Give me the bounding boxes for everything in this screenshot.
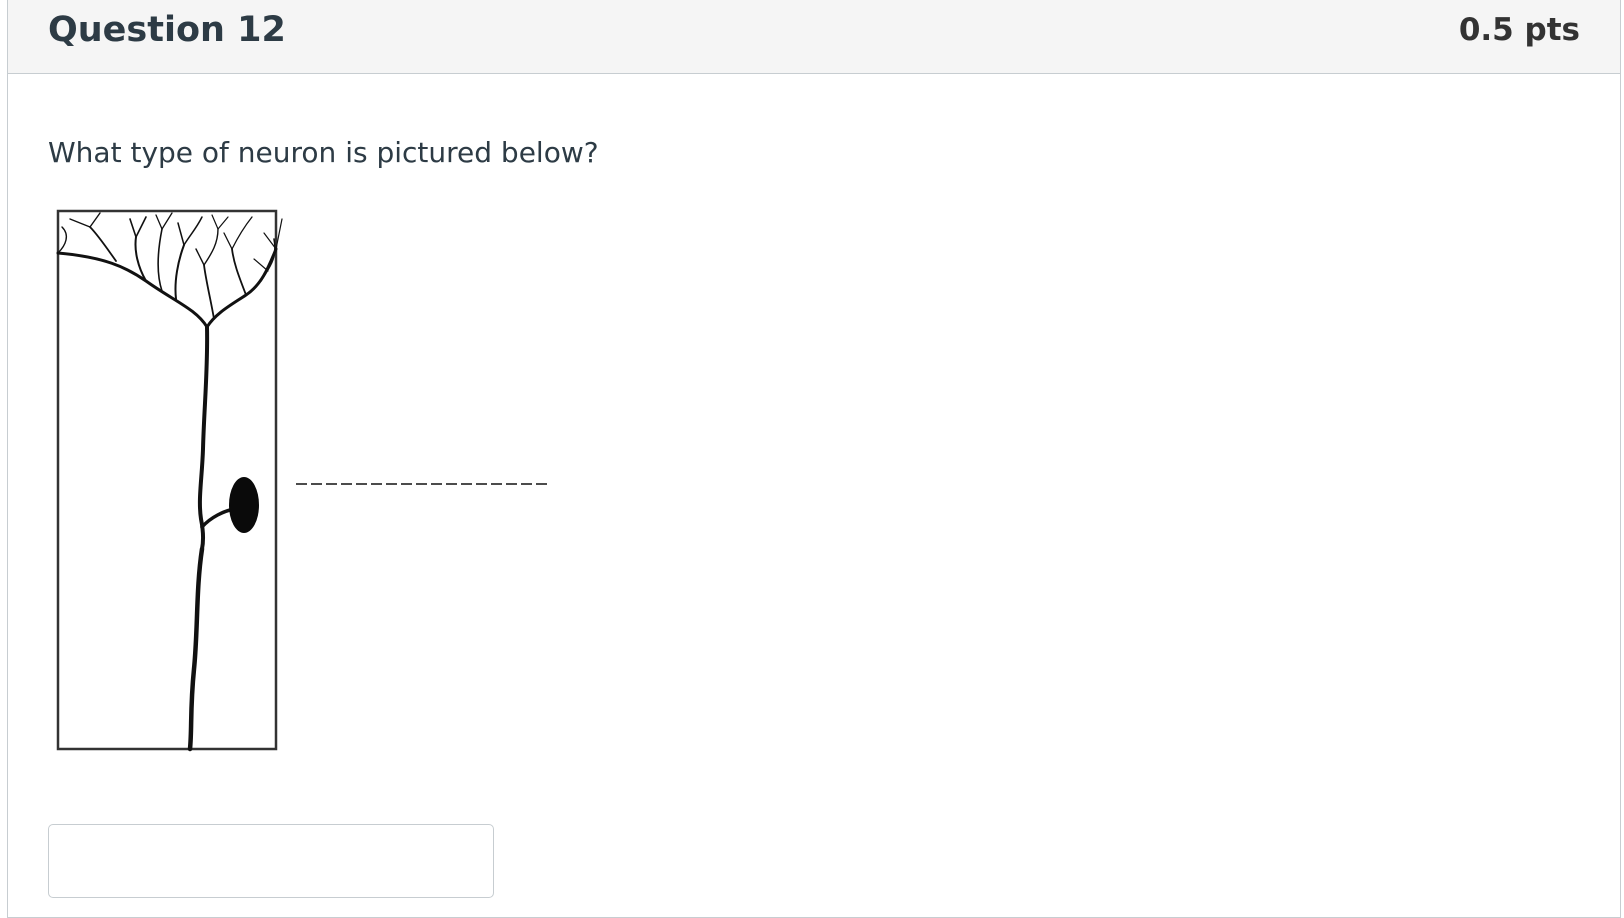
diagram-frame [56, 209, 278, 751]
question-header: Question 12 0.5 pts [8, 0, 1620, 74]
answer-input[interactable] [48, 824, 494, 898]
cell-body-stalk [200, 507, 236, 529]
dendritic-trunk [197, 325, 210, 551]
dendrites [56, 212, 283, 329]
question-prompt: What type of neuron is pictured below? [48, 136, 599, 169]
neuron-diagram [56, 209, 548, 752]
question-title: Question 12 [48, 10, 286, 50]
question-points: 0.5 pts [1458, 12, 1580, 48]
question-card: Question 12 0.5 pts What type of neuron … [7, 0, 1621, 918]
cell-body [229, 477, 259, 533]
axon [187, 546, 205, 752]
